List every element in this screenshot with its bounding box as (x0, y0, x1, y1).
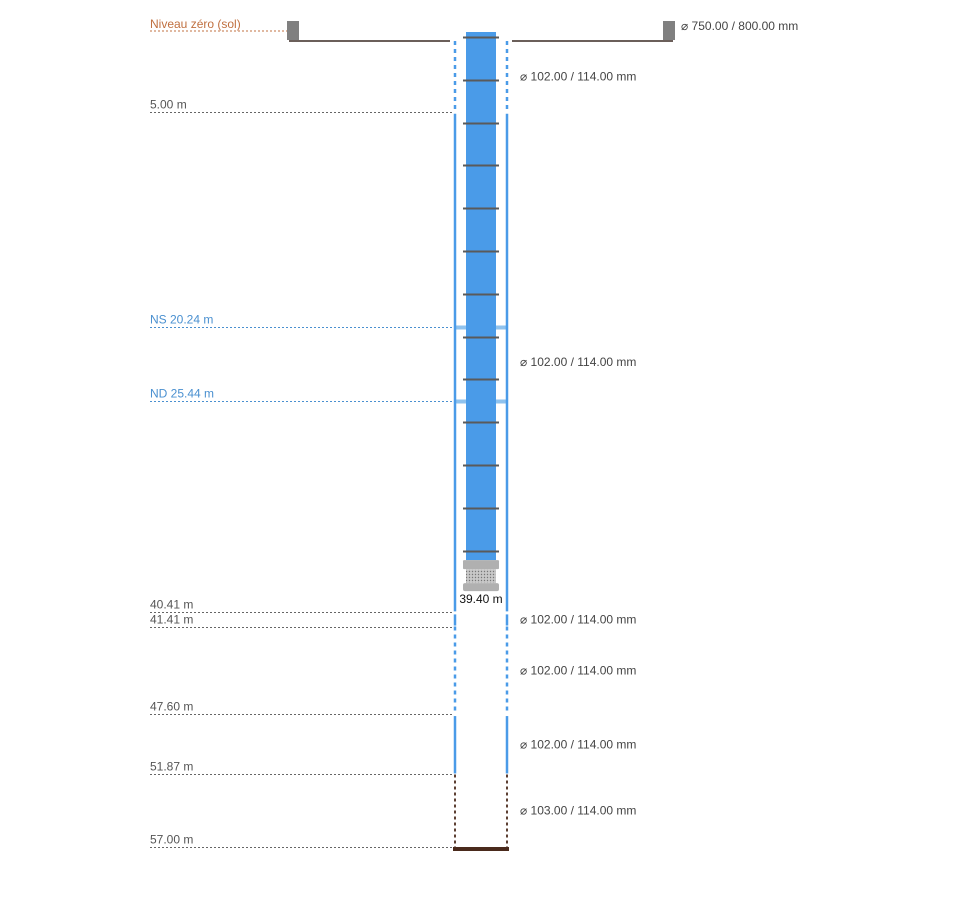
depth-label: 41.41 m (150, 613, 193, 627)
depth-label: 40.41 m (150, 598, 193, 612)
depth-label: 57.00 m (150, 833, 193, 847)
labels: Niveau zéro (sol) ⌀ 750.00 / 800.00 mm 5… (150, 17, 798, 847)
casing-diameter-label: ⌀ 102.00 / 114.00 mm (520, 355, 636, 369)
water-level-label: ND 25.44 m (150, 387, 214, 401)
pump-base (463, 583, 499, 592)
riser-pipe (466, 32, 496, 561)
casing-diameter-label: ⌀ 102.00 / 114.00 mm (520, 612, 636, 626)
casing-diameter-label: ⌀ 102.00 / 114.00 mm (520, 69, 636, 83)
casing-diameter-label: ⌀ 102.00 / 114.00 mm (520, 663, 636, 677)
pump-motor (463, 560, 499, 570)
water-level-label: NS 20.24 m (150, 313, 213, 327)
head-block-right (663, 21, 675, 40)
casing (453, 41, 509, 851)
pump-column (463, 32, 499, 592)
depth-label: 51.87 m (150, 760, 193, 774)
depth-label: 5.00 m (150, 98, 187, 112)
reference-lines (150, 21, 675, 848)
casing-diameter-label: ⌀ 103.00 / 114.00 mm (520, 804, 636, 818)
head-block-left (287, 21, 299, 40)
head-diameter-label: ⌀ 750.00 / 800.00 mm (681, 19, 798, 33)
pump-intake-screen (466, 569, 496, 584)
pump-depth-label: 39.40 m (459, 592, 502, 606)
depth-label: 47.60 m (150, 700, 193, 714)
casing-diameter-label: ⌀ 102.00 / 114.00 mm (520, 737, 636, 751)
ground-level-label: Niveau zéro (sol) (150, 17, 241, 31)
